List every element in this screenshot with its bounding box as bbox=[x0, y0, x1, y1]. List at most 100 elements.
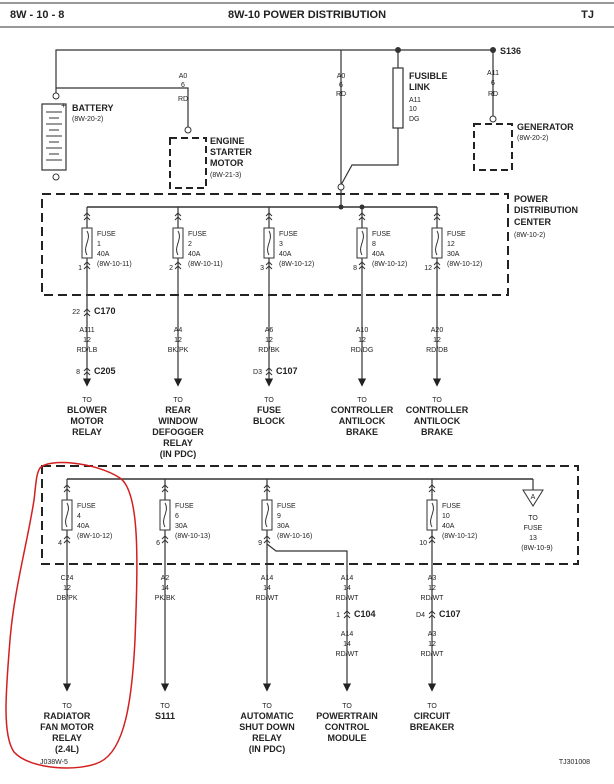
connector-chevron bbox=[428, 484, 436, 493]
wire-color-label: RD/WT bbox=[336, 651, 360, 658]
fuse-element bbox=[85, 230, 89, 256]
fuse-number-label: 8 bbox=[372, 241, 376, 248]
connector-c170-label: C170 bbox=[94, 306, 116, 316]
connector-c104-label: C104 bbox=[354, 609, 376, 619]
fuse-number-label: 12 bbox=[447, 241, 455, 248]
connector-chevron bbox=[358, 261, 366, 270]
destination-to: TO bbox=[342, 703, 352, 710]
bottom-fuse-row: FUSE440A(8W-10-12)4FUSE630A(8W-10-13)6FU… bbox=[58, 479, 477, 564]
destination-label: WINDOW bbox=[158, 416, 198, 426]
wire-gauge-label: 12 bbox=[428, 585, 436, 592]
connector-chevron bbox=[265, 367, 273, 376]
svg-text:DG: DG bbox=[409, 116, 420, 123]
wire-color-label: RD/BK bbox=[258, 347, 280, 354]
fuse-element bbox=[163, 502, 167, 528]
wire-circuit-label: A111 bbox=[79, 327, 94, 334]
battery: + bbox=[41, 92, 67, 181]
fuse-number-label: 6 bbox=[175, 513, 179, 520]
pdc-box-bottom bbox=[41, 465, 579, 565]
connector-chevron bbox=[343, 610, 351, 619]
fuse-element bbox=[265, 502, 269, 528]
wire-circuit-label: A14 bbox=[261, 575, 274, 582]
svg-text:FUSE: FUSE bbox=[524, 525, 543, 532]
connector-c107-label: C107 bbox=[439, 609, 461, 619]
wire-color-label: RD/WT bbox=[421, 595, 445, 602]
fuse-pin-label: 10 bbox=[419, 540, 427, 547]
connector-chevron bbox=[428, 610, 436, 619]
connector-pin: 1 bbox=[336, 612, 340, 619]
wire-circuit-label: A3 bbox=[428, 575, 437, 582]
wire-color-label: RD/LB bbox=[77, 347, 98, 354]
wire-gauge-label: 14 bbox=[343, 641, 351, 648]
fuse-ref-label: (8W-10-12) bbox=[77, 533, 112, 540]
fuse-ref-label: (8W-10-12) bbox=[442, 533, 477, 540]
destination-label: RELAY bbox=[52, 733, 82, 743]
destination-to: TO bbox=[160, 703, 170, 710]
wire-gauge-label: 12 bbox=[428, 641, 436, 648]
wire-circuit-label: A3 bbox=[428, 631, 437, 638]
fuse-number-label: 10 bbox=[442, 513, 450, 520]
connector-c107-label: C107 bbox=[276, 366, 298, 376]
fusible-link-wire bbox=[340, 128, 399, 186]
fuse-name-label: FUSE bbox=[277, 503, 296, 510]
destination-label: (IN PDC) bbox=[160, 449, 197, 459]
connector-pin: 22 bbox=[72, 309, 80, 316]
splice-s136-label: S136 bbox=[500, 46, 521, 56]
fuse-pin-label: 4 bbox=[58, 540, 62, 547]
fuse-amp-label: 40A bbox=[77, 523, 90, 530]
destination-label: RELAY bbox=[252, 733, 282, 743]
connector-chevron bbox=[161, 535, 169, 544]
destination-to: TO bbox=[427, 703, 437, 710]
destination-to: TO bbox=[432, 397, 442, 404]
wire-color-label: RD/WT bbox=[336, 595, 360, 602]
svg-text:RD: RD bbox=[178, 96, 188, 103]
svg-text:13: 13 bbox=[529, 535, 537, 542]
connector-pin: D4 bbox=[416, 612, 425, 619]
connector-c205-label: C205 bbox=[94, 366, 116, 376]
svg-text:A11: A11 bbox=[409, 97, 421, 104]
connector-chevron bbox=[174, 261, 182, 270]
destination-to: TO bbox=[62, 703, 72, 710]
header-page-id: 8W - 10 - 8 bbox=[10, 9, 64, 21]
wire-color-label: DB/PK bbox=[56, 595, 77, 602]
wire-gauge-label: 12 bbox=[63, 585, 71, 592]
connector-pin: D3 bbox=[253, 369, 262, 376]
svg-text:6: 6 bbox=[339, 82, 343, 89]
fuse-number-label: 4 bbox=[77, 513, 81, 520]
fuse-element bbox=[430, 502, 434, 528]
starter-wire bbox=[56, 87, 189, 127]
starter-label-2: STARTER bbox=[210, 147, 252, 157]
destination-label: RELAY bbox=[72, 427, 102, 437]
svg-text:10: 10 bbox=[409, 106, 417, 113]
connector-chevron bbox=[428, 535, 436, 544]
destination-label: ANTILOCK bbox=[414, 416, 461, 426]
header-model: TJ bbox=[581, 9, 594, 21]
fuse-amp-label: 40A bbox=[97, 251, 110, 258]
fuse-ref-label: (8W-10-12) bbox=[372, 261, 407, 268]
top-fuse-row: FUSE140A(8W-10-11)1FUSE240A(8W-10-11)2FU… bbox=[78, 207, 482, 295]
destination-label: DEFOGGER bbox=[152, 427, 204, 437]
wire-circuit-label: A14 bbox=[341, 631, 354, 638]
fuse-pin-label: 9 bbox=[258, 540, 262, 547]
wire-circuit-label: A20 bbox=[431, 327, 444, 334]
svg-text:RD: RD bbox=[336, 91, 346, 98]
wire-gauge-label: 12 bbox=[358, 337, 366, 344]
wire-gauge-label: 12 bbox=[174, 337, 182, 344]
destination-to: TO bbox=[264, 397, 274, 404]
destination-label: CONTROLLER bbox=[331, 405, 394, 415]
pdc-label-1: POWER bbox=[514, 194, 549, 204]
connector-chevron bbox=[83, 308, 91, 317]
destination-label: RADIATOR bbox=[44, 711, 91, 721]
splice-branch-wire bbox=[266, 543, 348, 564]
destination-label: BRAKE bbox=[421, 427, 453, 437]
fuse-name-label: FUSE bbox=[97, 231, 116, 238]
destination-to: TO bbox=[262, 703, 272, 710]
destination-label: SHUT DOWN bbox=[239, 722, 295, 732]
connector-pin: 8 bbox=[76, 369, 80, 376]
wire-gauge-label: 12 bbox=[83, 337, 91, 344]
header-title: 8W-10 POWER DISTRIBUTION bbox=[228, 9, 386, 21]
svg-text:6: 6 bbox=[491, 80, 495, 87]
fuse-name-label: FUSE bbox=[279, 231, 298, 238]
connector-chevron bbox=[263, 535, 271, 544]
